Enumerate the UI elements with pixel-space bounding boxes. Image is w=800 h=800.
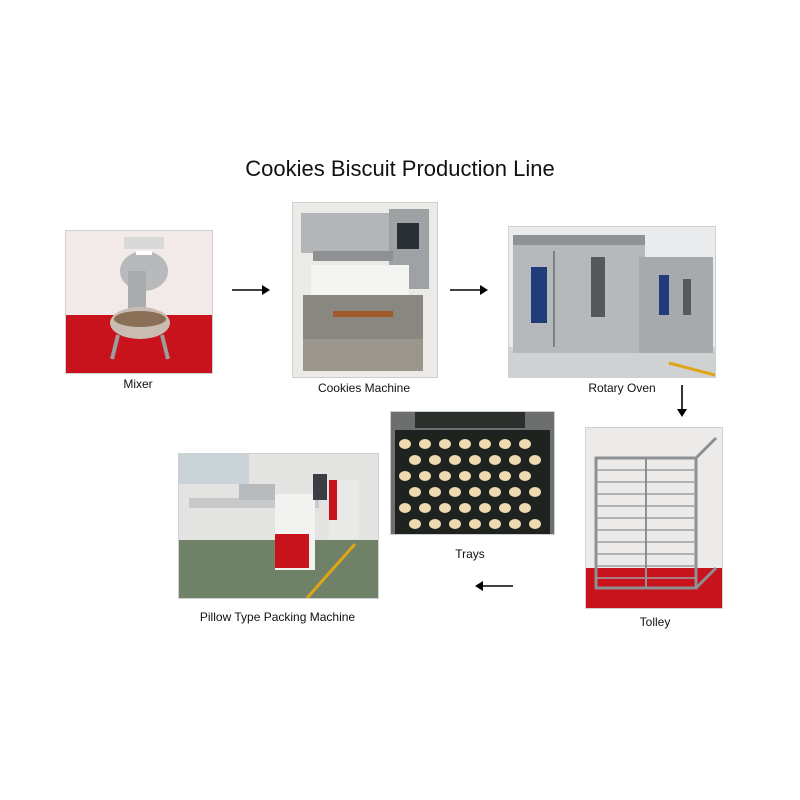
tolley-label: Tolley <box>639 615 671 629</box>
packing-machine-label: Pillow Type Packing Machine <box>199 610 356 624</box>
tolley-photo <box>585 427 723 609</box>
trays-photo <box>390 411 555 535</box>
rotary-oven-label: Rotary Oven <box>588 381 656 395</box>
arrow-right-icon <box>230 283 272 297</box>
mixer-photo <box>65 230 213 374</box>
diagram-title: Cookies Biscuit Production Line <box>245 156 555 181</box>
arrow-down-icon <box>675 383 689 419</box>
trays-label: Trays <box>455 547 485 561</box>
packing-machine-photo <box>178 453 379 599</box>
rotary-oven-photo <box>508 226 716 378</box>
arrow-right-icon <box>448 283 490 297</box>
mixer-label: Mixer <box>123 377 153 391</box>
arrow-left-icon <box>473 579 515 593</box>
cookies-machine-photo <box>292 202 438 378</box>
cookies-machine-label: Cookies Machine <box>317 381 411 395</box>
